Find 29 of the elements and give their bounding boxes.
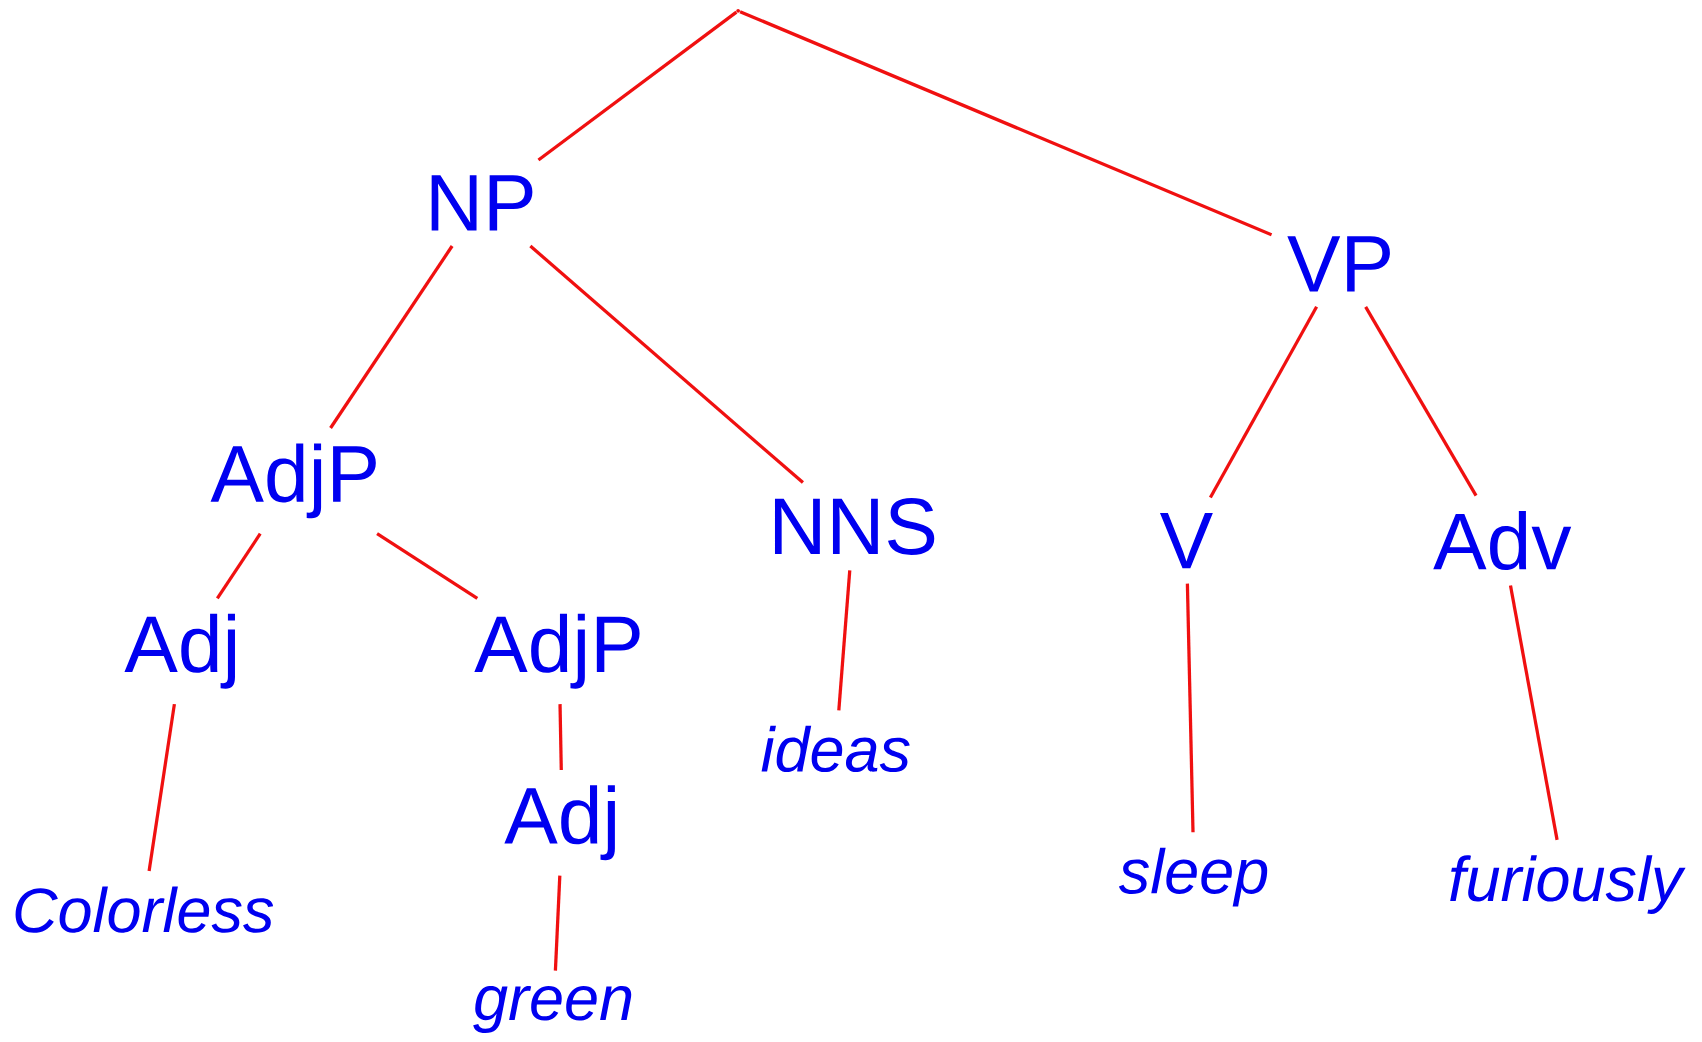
category-label: AdjP (210, 443, 376, 519)
tree-branch (739, 10, 1273, 237)
tree-branch (529, 244, 804, 484)
category-label: VP (1287, 236, 1390, 292)
tree-branch (1208, 306, 1319, 499)
word-label: Colorless (15, 886, 274, 933)
tree-branch (1185, 583, 1195, 833)
category-label: Adj (124, 613, 235, 689)
category-label: NP (431, 175, 533, 231)
tree-branch (376, 532, 479, 600)
tree-branch (553, 875, 562, 971)
word-label: furiously (1450, 855, 1686, 914)
tree-branch (537, 10, 738, 162)
category-label: AdjP (474, 613, 640, 689)
category-label: Adj (504, 785, 615, 861)
word-label: ideas (761, 725, 910, 773)
tree-branch (216, 532, 262, 600)
branch-point (736, 8, 740, 13)
category-label: NNS (775, 498, 935, 555)
tree-branch (147, 703, 176, 872)
category-label: Adv (1433, 511, 1572, 571)
tree-branch (558, 704, 563, 770)
category-label: V (1160, 512, 1213, 569)
tree-branch (1508, 585, 1559, 841)
tree-branch (837, 570, 852, 711)
word-label: green (473, 986, 632, 1033)
tree-branch (329, 245, 454, 429)
tree-branch (1364, 305, 1478, 497)
word-label: sleep (1118, 847, 1268, 907)
